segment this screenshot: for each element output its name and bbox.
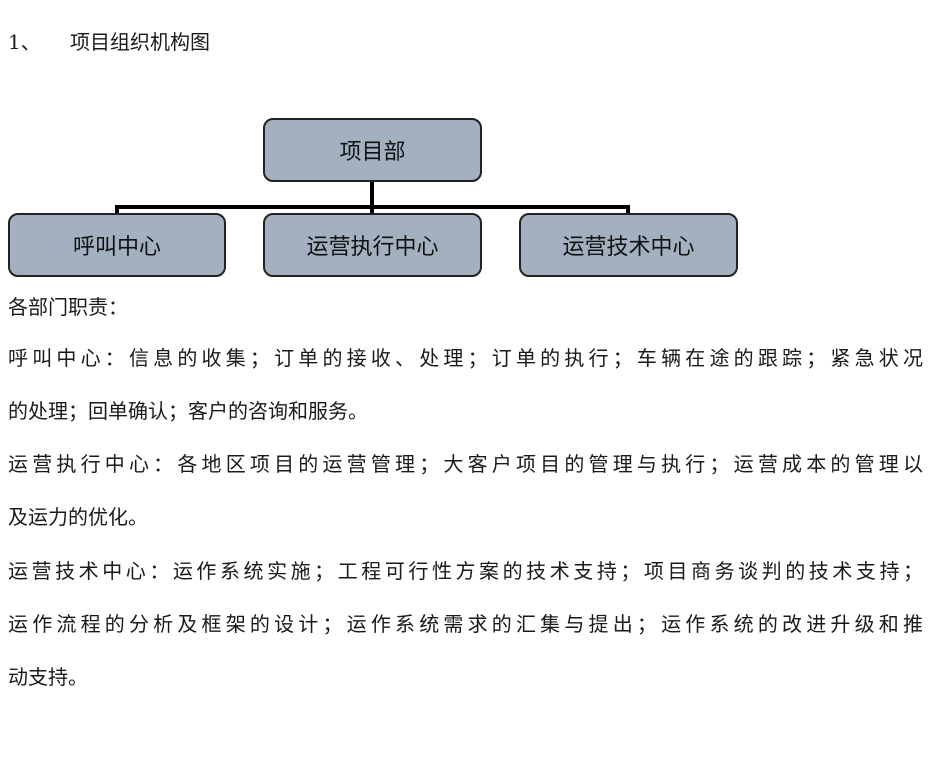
paragraph-line: 运作流程的分析及框架的设计；运作系统需求的汇集与提出；运作系统的改进升级和推: [8, 612, 923, 636]
paragraph-operations-technology: 运营技术中心：运作系统实施；工程可行性方案的技术支持；项目商务谈判的技术支持； …: [8, 557, 923, 716]
paragraph-line: 呼叫中心：信息的收集；订单的接收、处理；订单的执行；车辆在途的跟踪；紧急状况: [8, 346, 923, 370]
org-box-operations-technology: 运营技术中心: [519, 213, 738, 277]
section-title: 项目组织机构图: [70, 30, 210, 54]
org-box-root: 项目部: [263, 118, 482, 182]
connector-vertical-root: [370, 182, 374, 209]
section-heading: 1、 项目组织机构图: [8, 26, 210, 55]
paragraph-call-center: 呼叫中心：信息的收集；订单的接收、处理；订单的执行；车辆在途的跟踪；紧急状况 的…: [8, 344, 923, 450]
paragraph-line: 及运力的优化。: [8, 505, 148, 529]
org-box-operations-execution: 运营执行中心: [263, 213, 482, 277]
org-box-call-center: 呼叫中心: [8, 213, 226, 277]
paragraph-line: 运营技术中心：运作系统实施；工程可行性方案的技术支持；项目商务谈判的技术支持；: [8, 559, 923, 583]
connector-vertical-right: [626, 205, 630, 215]
paragraph-line: 动支持。: [8, 665, 88, 689]
paragraph-line: 运营执行中心：各地区项目的运营管理；大客户项目的管理与执行；运营成本的管理以: [8, 452, 923, 476]
section-number: 1、: [8, 30, 41, 54]
responsibilities-label: 各部门职责：: [8, 295, 128, 319]
connector-vertical-left: [115, 205, 119, 215]
paragraph-operations-execution: 运营执行中心：各地区项目的运营管理；大客户项目的管理与执行；运营成本的管理以 及…: [8, 450, 923, 556]
paragraph-line: 的处理；回单确认；客户的咨询和服务。: [8, 399, 368, 423]
connector-vertical-middle: [370, 205, 374, 215]
